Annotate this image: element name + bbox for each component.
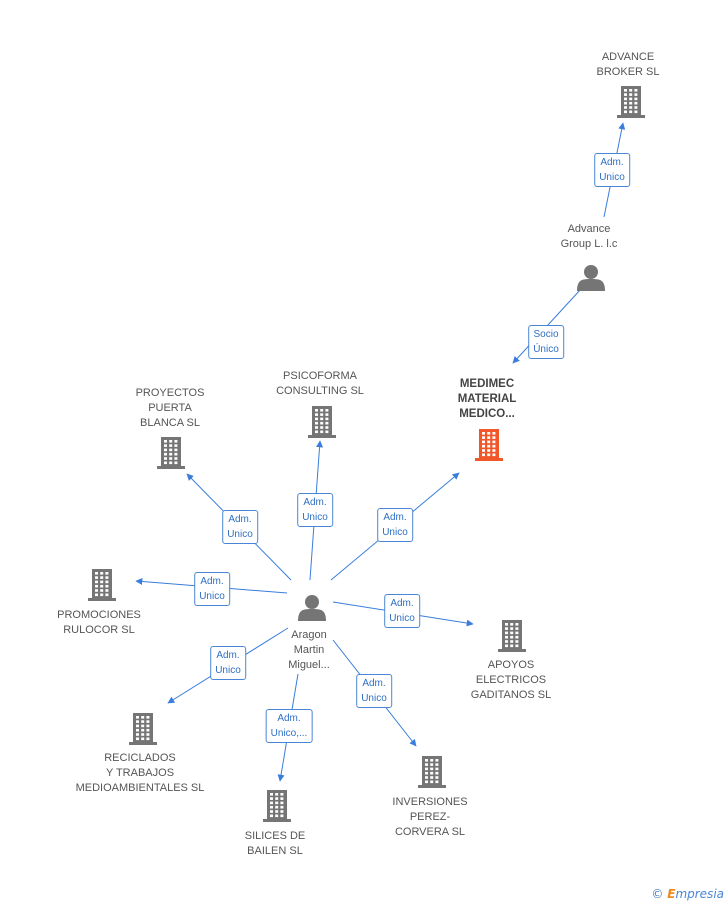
building-icon-apoyos[interactable]: [498, 620, 526, 652]
empresia-logo: Empresia: [667, 887, 724, 901]
edge-label-aragon-to-proyectos[interactable]: Adm. Unico: [222, 510, 258, 544]
edge-label-aragon-to-reciclados[interactable]: Adm. Unico: [210, 646, 246, 680]
building-icon-medimec[interactable]: [475, 429, 503, 461]
node-label-aragon[interactable]: Aragon Martin Miguel...: [288, 629, 330, 671]
edge-label-advance_group-to-advance_broker[interactable]: Adm. Unico: [594, 153, 630, 187]
node-label-proyectos[interactable]: PROYECTOS PUERTA BLANCA SL: [135, 387, 205, 429]
edge-label-advance_group-to-medimec[interactable]: Socio Único: [528, 325, 564, 359]
copyright-icon: ©: [651, 887, 664, 901]
building-icon-proyectos[interactable]: [157, 437, 185, 469]
edge-label-aragon-to-medimec[interactable]: Adm. Unico: [377, 508, 413, 542]
edge-label-aragon-to-psicoforma[interactable]: Adm. Unico: [297, 493, 333, 527]
building-icon-advance_broker[interactable]: [617, 86, 645, 118]
building-icon-reciclados[interactable]: [129, 713, 157, 745]
node-label-promociones[interactable]: PROMOCIONES RULOCOR SL: [57, 609, 141, 636]
node-label-advance_broker[interactable]: ADVANCE BROKER SL: [596, 51, 660, 78]
edge-label-aragon-to-apoyos[interactable]: Adm. Unico: [384, 594, 420, 628]
footer-brand: © Empresia: [651, 887, 724, 901]
node-label-inversiones[interactable]: INVERSIONES PEREZ- CORVERA SL: [392, 796, 468, 838]
edge-label-aragon-to-silices[interactable]: Adm. Unico,...: [265, 709, 313, 743]
node-label-apoyos[interactable]: APOYOS ELECTRICOS GADITANOS SL: [470, 659, 552, 701]
node-label-reciclados[interactable]: RECICLADOS Y TRABAJOS MEDIOAMBIENTALES S…: [75, 752, 205, 794]
edge-label-aragon-to-promociones[interactable]: Adm. Unico: [194, 572, 230, 606]
building-icon-promociones[interactable]: [88, 569, 116, 601]
person-icon-advance_group[interactable]: [577, 265, 605, 291]
node-label-silices[interactable]: SILICES DE BAILEN SL: [244, 830, 306, 857]
node-label-medimec[interactable]: MEDIMEC MATERIAL MEDICO...: [457, 378, 517, 420]
node-label-psicoforma[interactable]: PSICOFORMA CONSULTING SL: [276, 370, 364, 397]
edge-label-aragon-to-inversiones[interactable]: Adm. Unico: [356, 674, 392, 708]
person-icon-aragon[interactable]: [298, 595, 326, 621]
building-icon-silices[interactable]: [263, 790, 291, 822]
building-icon-psicoforma[interactable]: [308, 406, 336, 438]
node-label-advance_group[interactable]: Advance Group L. l.c: [560, 223, 618, 250]
building-icon-inversiones[interactable]: [418, 756, 446, 788]
